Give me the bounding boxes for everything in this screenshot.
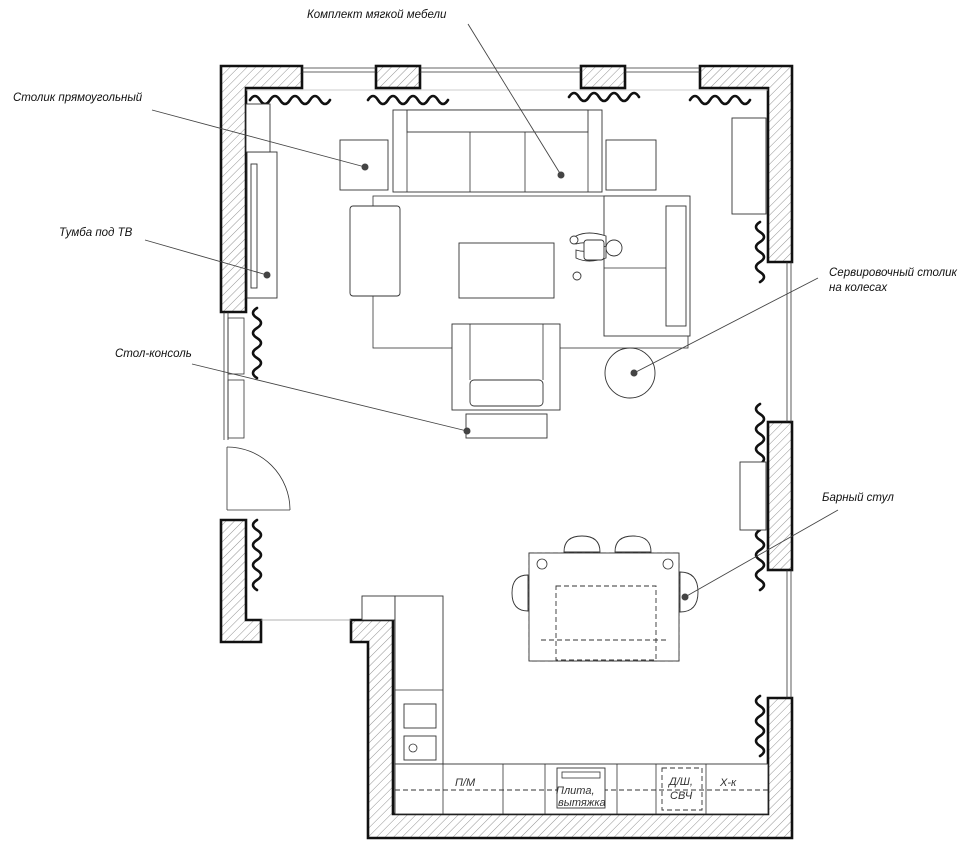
stove	[556, 767, 606, 809]
console-table	[465, 413, 548, 439]
windows	[223, 67, 792, 698]
label-fridge-freezer: П/М	[455, 777, 476, 789]
label-dishwasher-line1: Д/Ш,	[667, 776, 693, 788]
chair-right	[679, 571, 699, 613]
chair-top-2	[614, 535, 652, 553]
label-stove-line2: вытяжка	[558, 797, 606, 809]
sink	[403, 703, 437, 729]
label-serving-cart-line2: на колесах	[829, 282, 888, 294]
label-dishwasher-line2: СВЧ	[670, 790, 693, 802]
ottoman	[349, 205, 401, 297]
label-stove-line1: Плита,	[556, 785, 595, 797]
sofa	[392, 109, 603, 193]
cabinet	[731, 117, 767, 215]
kitchen	[361, 595, 769, 815]
dining-table	[528, 552, 680, 662]
bar-niche	[739, 461, 767, 531]
armchair	[451, 323, 561, 411]
serving-cart	[604, 347, 656, 399]
label-fridge: Х-к	[719, 777, 737, 789]
label-coffee-table: Столик прямоугольный	[13, 92, 143, 104]
chair-top-1	[563, 535, 601, 553]
label-serving-cart-line1: Сервировочный столик	[829, 267, 957, 279]
label-bar-stool: Барный стул	[822, 492, 894, 504]
chair-left	[511, 574, 529, 612]
loveseat	[603, 195, 691, 337]
label-sofa-set: Комплект мягкой мебели	[307, 9, 447, 21]
living-room-furniture	[245, 103, 767, 439]
label-console-table: Стол-консоль	[115, 348, 192, 360]
annotation-leaders	[144, 23, 839, 601]
entry-door	[226, 446, 351, 621]
coffee-table	[458, 242, 555, 299]
label-tv-stand: Тумба под ТВ	[59, 227, 133, 239]
dining-area	[511, 461, 767, 662]
side-table-right	[605, 139, 657, 191]
person-figure	[569, 232, 623, 281]
walls	[219, 64, 794, 840]
